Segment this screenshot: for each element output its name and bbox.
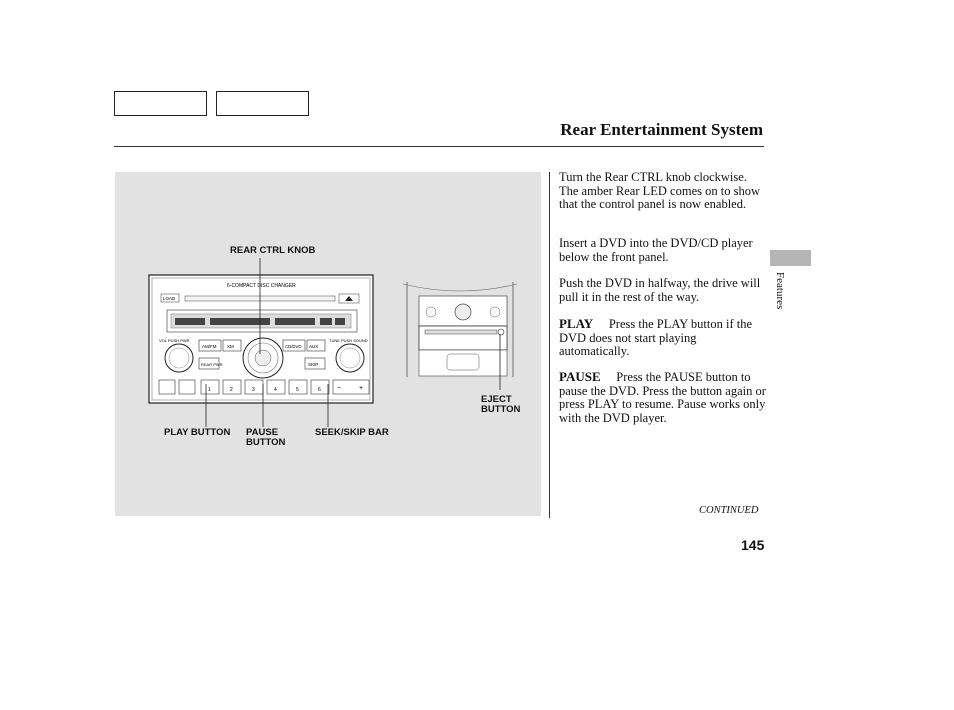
tune-label: TUNE PUSH SOUND bbox=[329, 338, 368, 343]
callout-rear-ctrl-knob: REAR CTRL KNOB bbox=[230, 245, 316, 256]
paragraph-3: Push the DVD in halfway, the drive will … bbox=[559, 276, 761, 304]
svg-text:+: + bbox=[359, 385, 363, 392]
page-title: Rear Entertainment System bbox=[560, 120, 763, 139]
column-divider bbox=[549, 172, 550, 518]
paragraph-pause: PAUSE Press the PAUSE button to pause th… bbox=[559, 370, 769, 425]
paragraph-1: Turn the Rear CTRL knob clockwise. The a… bbox=[559, 170, 760, 211]
rear-pwr-label: REAR PWR bbox=[201, 362, 223, 367]
load-label: LOAD bbox=[163, 296, 176, 301]
am-fm-label: AM/FM bbox=[202, 344, 217, 349]
audio-panel-illustration: 6-COMPACT DISC CHANGER LOAD VOL PUSH PWR… bbox=[148, 258, 518, 427]
callout-eject-line-1: EJECT bbox=[481, 394, 512, 405]
callout-pause-line-1: PAUSE bbox=[246, 427, 279, 438]
callout-eject-button: EJECT BUTTON bbox=[481, 395, 520, 415]
title-rule bbox=[114, 146, 764, 147]
nav-button-1[interactable] bbox=[114, 91, 207, 116]
section-label: Features bbox=[774, 272, 786, 310]
preset-5: 5 bbox=[296, 387, 299, 393]
callout-play-button: PLAY BUTTON bbox=[164, 427, 231, 438]
callout-pause-line-2: BUTTON bbox=[246, 437, 286, 448]
section-tab bbox=[770, 250, 811, 266]
xm-label: XM bbox=[227, 344, 234, 349]
figure-panel: 6-COMPACT DISC CHANGER LOAD VOL PUSH PWR… bbox=[115, 172, 541, 516]
paragraph-play: PLAY Press the PLAY button if the DVD do… bbox=[559, 317, 769, 359]
preset-6: 6 bbox=[318, 387, 321, 393]
play-description: Press the PLAY button if the DVD does no… bbox=[559, 317, 752, 358]
preset-3: 3 bbox=[252, 387, 255, 393]
paragraph-2: Insert a DVD into the DVD/CD player belo… bbox=[559, 236, 753, 264]
term-pause: PAUSE bbox=[559, 369, 601, 384]
changer-label: 6-COMPACT DISC CHANGER bbox=[227, 283, 296, 289]
vol-label: VOL PUSH PWR bbox=[159, 338, 190, 343]
skip-label: SKIP bbox=[308, 362, 318, 367]
preset-4: 4 bbox=[274, 387, 277, 393]
callout-pause-button: PAUSE BUTTON bbox=[246, 428, 285, 448]
cd-dvd-label: CD/DVD bbox=[285, 344, 301, 349]
page-number: 145 bbox=[741, 537, 765, 553]
term-play: PLAY bbox=[559, 316, 594, 331]
pause-description: Press the PAUSE button to pause the DVD.… bbox=[559, 370, 766, 425]
preset-2: 2 bbox=[230, 387, 233, 393]
callout-eject-line-2: BUTTON bbox=[481, 404, 521, 415]
nav-button-2[interactable] bbox=[216, 91, 309, 116]
svg-text:−: − bbox=[337, 385, 341, 392]
callout-seek-skip-bar: SEEK/SKIP BAR bbox=[315, 427, 389, 438]
aux-label: AUX bbox=[309, 344, 318, 349]
preset-1: 1 bbox=[208, 387, 211, 393]
continued-label: CONTINUED bbox=[699, 505, 759, 516]
